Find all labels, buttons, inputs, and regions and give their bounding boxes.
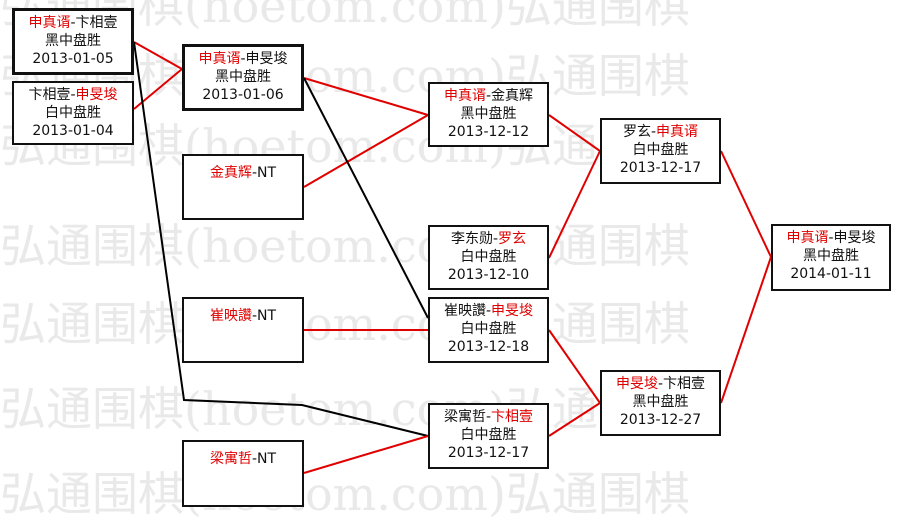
match-box: 罗玄-申真谞 白中盘胜 2013-12-17 bbox=[600, 118, 721, 184]
name-separator: - bbox=[251, 165, 258, 181]
player-name: 金真辉 bbox=[209, 165, 252, 181]
connector-g1-g10 bbox=[133, 41, 429, 437]
name-separator: - bbox=[485, 303, 492, 319]
watermark-line: 弘通围棋(hoetom.com)弘通围棋 bbox=[0, 219, 690, 273]
player-name: 罗玄 bbox=[622, 124, 651, 140]
match-date: 2013-01-06 bbox=[202, 87, 284, 103]
match-box: 崔映讚-申旻埈 白中盘胜 2013-12-18 bbox=[428, 297, 549, 363]
player-name: NT bbox=[257, 308, 277, 324]
player-name: 申真谞 bbox=[198, 51, 241, 67]
name-separator: - bbox=[492, 231, 499, 247]
match-result: 黑中盘胜 bbox=[460, 106, 517, 122]
player-name: 卞相壹 bbox=[663, 376, 706, 392]
match-date: 2013-12-10 bbox=[447, 267, 530, 283]
player-name: 李东勋 bbox=[450, 231, 493, 247]
player-name: 崔映讚 bbox=[443, 303, 486, 319]
match-box: 申真谞-申旻埈 黑中盘胜 2014-01-11 bbox=[771, 224, 891, 291]
match-date: 2013-12-17 bbox=[619, 160, 702, 176]
match-result: 白中盘胜 bbox=[632, 142, 689, 158]
match-date: 2013-12-17 bbox=[447, 445, 530, 461]
match-result: 黑中盘胜 bbox=[632, 394, 689, 410]
player-name: 梁寓哲 bbox=[443, 409, 486, 425]
match-result: 黑中盘胜 bbox=[803, 248, 859, 264]
match-date: 2013-12-12 bbox=[447, 124, 530, 140]
match-date: 2013-01-05 bbox=[32, 51, 114, 67]
player-name: 申真谞 bbox=[656, 124, 699, 140]
player-name: 卞相壹 bbox=[75, 15, 118, 31]
match-date: 2013-12-27 bbox=[619, 412, 702, 428]
name-separator: - bbox=[650, 124, 657, 140]
player-name: NT bbox=[257, 165, 277, 181]
player-name: 申真谞 bbox=[786, 230, 829, 246]
player-name: 罗玄 bbox=[498, 231, 527, 247]
name-separator: - bbox=[251, 308, 258, 324]
match-box: 申真谞-金真辉 黑中盘胜 2013-12-12 bbox=[428, 82, 549, 147]
name-separator: - bbox=[485, 88, 492, 104]
player-name: 申旻埈 bbox=[75, 87, 118, 103]
watermark-line: 弘通围棋(hoetom.com)弘通围棋 bbox=[0, 297, 690, 351]
connector-g10-g12 bbox=[548, 402, 601, 437]
connector-g7-g11 bbox=[548, 114, 601, 152]
match-date: 2013-12-18 bbox=[447, 339, 530, 355]
match-box: 申真谞-卞相壹 黑中盘胜 2013-01-05 bbox=[12, 8, 134, 75]
connector-g11-g13 bbox=[720, 150, 772, 258]
match-result: 黑中盘胜 bbox=[45, 33, 101, 49]
name-separator: - bbox=[657, 376, 664, 392]
player-name: 卞相壹 bbox=[491, 409, 534, 425]
connector-g8-g11 bbox=[548, 150, 601, 259]
match-box: 申真谞-申旻埈 黑中盘胜 2013-01-06 bbox=[182, 44, 304, 111]
player-name: 申旻埈 bbox=[491, 303, 534, 319]
connector-g3-g7 bbox=[303, 77, 429, 116]
name-separator: - bbox=[240, 51, 246, 67]
player-name: 申真谞 bbox=[28, 15, 71, 31]
player-name: 金真辉 bbox=[491, 88, 534, 104]
name-separator: - bbox=[70, 87, 76, 103]
name-separator: - bbox=[485, 409, 492, 425]
watermark-line: 弘通围棋(hoetom.com)弘通围棋 bbox=[0, 382, 690, 436]
player-name: 申旻埈 bbox=[615, 376, 658, 392]
match-result: 白中盘胜 bbox=[45, 105, 101, 121]
match-result: 白中盘胜 bbox=[460, 321, 517, 337]
connector-g4-g7 bbox=[303, 114, 429, 188]
name-separator: - bbox=[70, 15, 76, 31]
name-separator: - bbox=[251, 451, 258, 467]
connector-g1-g3 bbox=[133, 41, 183, 70]
player-name: 申旻埈 bbox=[833, 230, 876, 246]
match-box: 卞相壹-申旻埈 白中盘胜 2013-01-04 bbox=[12, 81, 134, 145]
match-date: 2014-01-11 bbox=[790, 266, 872, 282]
match-date: 2013-01-04 bbox=[32, 123, 114, 139]
player-name: NT bbox=[257, 451, 277, 467]
match-result: 白中盘胜 bbox=[460, 427, 517, 443]
connector-g6-g10 bbox=[303, 435, 429, 474]
watermark-line: 弘通围棋(hoetom.com)弘通围棋 bbox=[0, 467, 690, 517]
match-box: 梁寓哲-卞相壹 白中盘胜 2013-12-17 bbox=[428, 403, 549, 469]
match-result: 黑中盘胜 bbox=[215, 69, 271, 85]
player-name: 崔映讚 bbox=[209, 308, 252, 324]
name-separator: - bbox=[828, 230, 834, 246]
match-box: 李东勋-罗玄 白中盘胜 2013-12-10 bbox=[428, 225, 549, 290]
match-box: 崔映讚-NT bbox=[182, 297, 304, 363]
match-result: 白中盘胜 bbox=[460, 249, 517, 265]
player-name: 卞相壹 bbox=[28, 87, 71, 103]
connector-g9-g12 bbox=[548, 329, 601, 404]
match-box: 金真辉-NT bbox=[182, 154, 304, 220]
player-name: 申旻埈 bbox=[245, 51, 288, 67]
player-name: 梁寓哲 bbox=[209, 451, 252, 467]
match-box: 申旻埈-卞相壹 黑中盘胜 2013-12-27 bbox=[600, 370, 721, 436]
connector-g3-g9 bbox=[303, 77, 429, 319]
connector-g12-g13 bbox=[720, 256, 772, 404]
player-name: 申真谞 bbox=[443, 88, 486, 104]
match-box: 梁寓哲-NT bbox=[182, 440, 304, 507]
